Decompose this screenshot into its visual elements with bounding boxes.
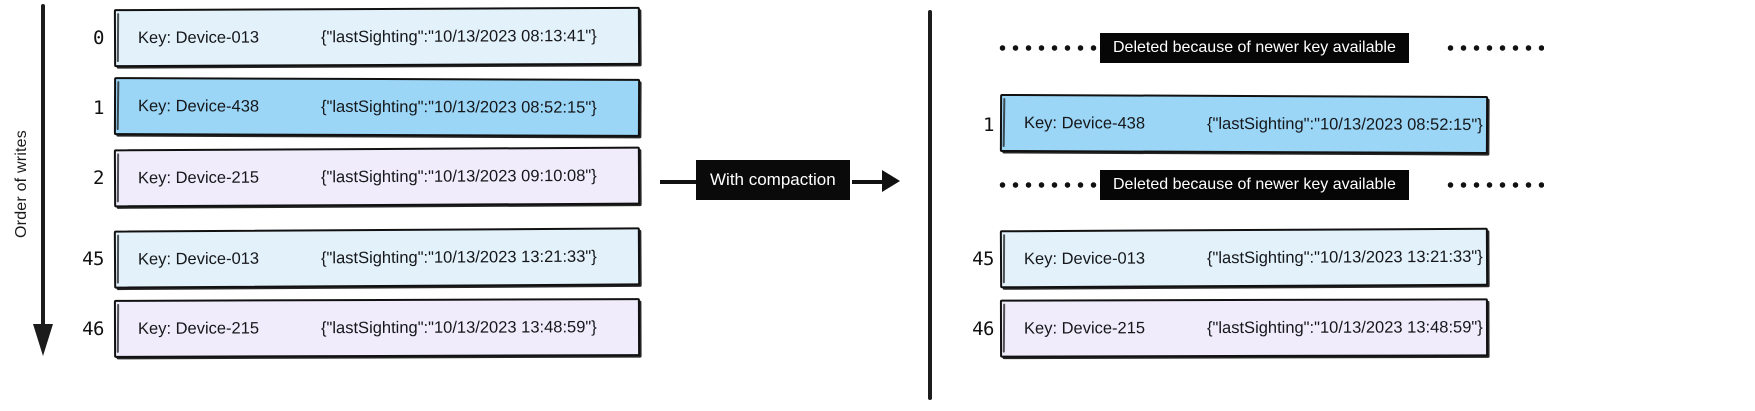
entry-key: Key: Device-013 [137, 249, 260, 268]
entry-key: Key: Device-215 [137, 318, 260, 338]
axis-label: Order of writes [13, 130, 30, 238]
dotted-line-right [1444, 182, 1544, 188]
row-index: 0 [93, 27, 104, 49]
log-entry-card[interactable]: Key: Device-013 {"lastSighting":"10/13/2… [999, 227, 1489, 289]
entry-value: {"lastSighting":"10/13/2023 08:13:41"} [320, 26, 597, 46]
table-row[interactable]: 1 Key: Device-438 {"lastSighting":"10/13… [70, 77, 641, 138]
entry-key: Key: Device-438 [137, 96, 260, 116]
entry-key: Key: Device-438 [1023, 113, 1146, 133]
log-entry-card[interactable]: Key: Device-215 {"lastSighting":"10/13/2… [113, 298, 641, 358]
dotted-line-left [996, 182, 1098, 188]
log-entry-card[interactable]: Key: Device-013 {"lastSighting":"10/13/2… [113, 6, 641, 68]
table-row[interactable]: 45 Key: Device-013 {"lastSighting":"10/1… [960, 227, 1520, 289]
deleted-note-banner: Deleted because of newer key available [992, 170, 1747, 200]
entry-key: Key: Device-013 [137, 28, 260, 47]
row-index: 1 [93, 97, 104, 119]
arrow-line-right [852, 180, 888, 184]
log-entry-card[interactable]: Key: Device-438 {"lastSighting":"10/13/2… [113, 77, 641, 137]
row-index: 46 [82, 318, 104, 340]
entry-value: {"lastSighting":"10/13/2023 13:21:33"} [320, 247, 597, 267]
entry-value: {"lastSighting":"10/13/2023 08:52:15"} [1206, 114, 1483, 134]
entry-value: {"lastSighting":"10/13/2023 09:10:08"} [320, 166, 597, 186]
down-arrow-icon [33, 4, 53, 356]
entry-key: Key: Device-215 [1023, 318, 1146, 338]
deleted-note-label: Deleted because of newer key available [1100, 170, 1409, 200]
table-row[interactable]: 46 Key: Device-215 {"lastSighting":"10/1… [960, 298, 1520, 359]
entry-value: {"lastSighting":"10/13/2023 13:48:59"} [1206, 317, 1483, 337]
deleted-note-label: Deleted because of newer key available [1100, 33, 1409, 63]
arrow-line-left [660, 180, 700, 184]
right-arrow-icon [882, 170, 900, 192]
log-entry-card[interactable]: Key: Device-215 {"lastSighting":"10/13/2… [999, 298, 1489, 358]
entry-value: {"lastSighting":"10/13/2023 13:48:59"} [320, 317, 597, 337]
entry-value: {"lastSighting":"10/13/2023 13:21:33"} [1206, 247, 1483, 267]
with-compaction-label: With compaction [696, 160, 850, 200]
entry-value: {"lastSighting":"10/13/2023 08:52:15"} [320, 97, 597, 117]
row-index: 2 [93, 167, 104, 189]
log-entry-card[interactable]: Key: Device-215 {"lastSighting":"10/13/2… [113, 146, 641, 208]
order-of-writes-axis: Order of writes [0, 0, 70, 411]
panel-divider [928, 10, 932, 400]
dotted-line-right [1444, 45, 1544, 51]
table-row[interactable]: 46 Key: Device-215 {"lastSighting":"10/1… [70, 298, 641, 359]
entry-key: Key: Device-215 [137, 168, 260, 187]
row-index: 1 [983, 114, 994, 136]
row-index: 45 [972, 248, 994, 270]
log-entry-card[interactable]: Key: Device-013 {"lastSighting":"10/13/2… [113, 227, 641, 289]
log-entry-card[interactable]: Key: Device-438 {"lastSighting":"10/13/2… [999, 93, 1489, 155]
row-index: 46 [972, 318, 994, 340]
row-index: 45 [82, 248, 104, 270]
table-row[interactable]: 2 Key: Device-215 {"lastSighting":"10/13… [70, 146, 641, 208]
dotted-line-left [996, 45, 1098, 51]
table-row[interactable]: 1 Key: Device-438 {"lastSighting":"10/13… [960, 93, 1520, 155]
deleted-note-banner: Deleted because of newer key available [992, 33, 1747, 63]
table-row[interactable]: 0 Key: Device-013 {"lastSighting":"10/13… [70, 6, 641, 68]
table-row[interactable]: 45 Key: Device-013 {"lastSighting":"10/1… [70, 227, 641, 289]
entry-key: Key: Device-013 [1023, 249, 1146, 268]
